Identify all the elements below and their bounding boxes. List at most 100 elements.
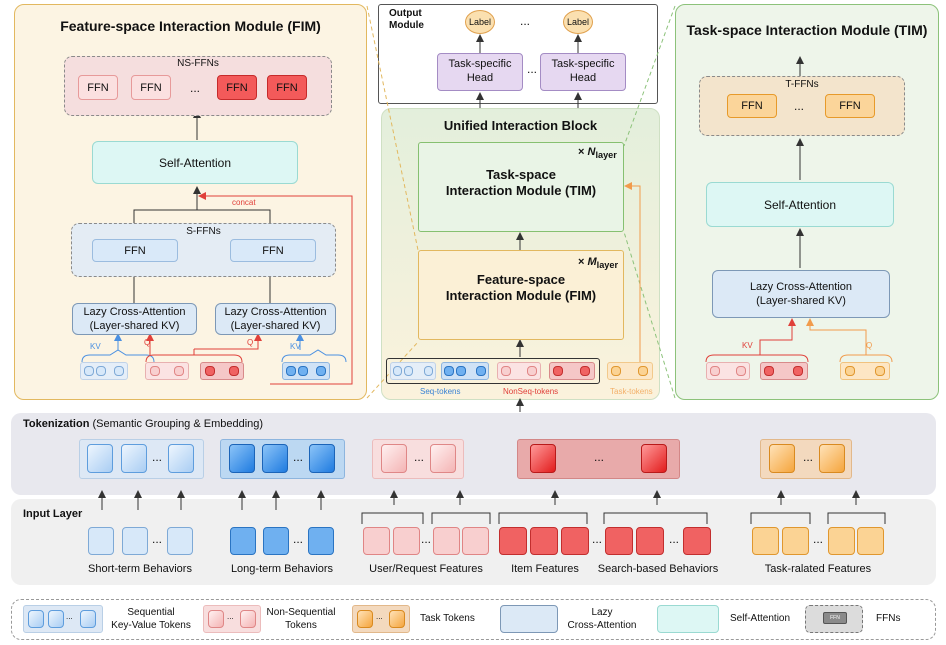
nonseq-tokens-label: NonSeq-tokens bbox=[503, 387, 559, 396]
uib-fim-label: Feature-space Interaction Module (FIM) bbox=[418, 272, 624, 305]
m-layer-base: M bbox=[587, 256, 597, 268]
feature-cell bbox=[683, 527, 711, 555]
n-layer-base: N bbox=[587, 146, 596, 158]
head-line1: Task-specific bbox=[448, 58, 512, 70]
token-ellipsis: ... bbox=[802, 450, 813, 464]
legend-ffns-label: FFNs bbox=[876, 613, 901, 624]
feature-cell bbox=[363, 527, 390, 555]
token bbox=[262, 444, 288, 473]
token bbox=[553, 366, 563, 376]
token bbox=[87, 444, 113, 473]
feature-cell bbox=[752, 527, 779, 555]
feature-cell bbox=[88, 527, 114, 555]
ns-ffn-3: FFN bbox=[217, 75, 257, 100]
input-group-label: User/Request Features bbox=[369, 563, 483, 575]
token bbox=[845, 366, 855, 376]
uib-fim-box bbox=[418, 250, 624, 340]
legend-ellipsis: ... bbox=[227, 612, 234, 621]
output-title-line1: Output bbox=[389, 8, 422, 19]
ns-ffn-4: FFN bbox=[267, 75, 307, 100]
feature-ellipsis: ... bbox=[420, 532, 431, 546]
legend-nonseq-label: Non-Sequential Tokens bbox=[260, 607, 342, 632]
feature-cell bbox=[167, 527, 193, 555]
token bbox=[114, 366, 124, 376]
token bbox=[381, 444, 407, 473]
token-ellipsis: ... bbox=[413, 450, 424, 464]
legend-task-label: Task Tokens bbox=[420, 613, 475, 624]
s-ffn-2: FFN bbox=[230, 239, 316, 262]
uib-tim-label: Task-space Interaction Module (TIM) bbox=[418, 167, 624, 200]
fim-lazy-cross-attention-1: Lazy Cross-Attention (Layer-shared KV) bbox=[72, 303, 197, 335]
concat-label: concat bbox=[232, 198, 256, 207]
t-ffn-ellipsis: ... bbox=[793, 99, 804, 113]
tim-q-label: Q bbox=[866, 341, 873, 350]
tokenization-title: Tokenization (Semantic Grouping & Embedd… bbox=[23, 418, 263, 430]
token bbox=[580, 366, 590, 376]
token bbox=[611, 366, 621, 376]
input-group-label: Item Features bbox=[511, 563, 579, 575]
token-ellipsis: ... bbox=[593, 450, 604, 464]
token bbox=[456, 366, 466, 376]
times-sign: × bbox=[578, 146, 585, 158]
legend-nonseq-line1: Non-Sequential bbox=[266, 607, 336, 618]
n-layer-label: × Nlayer bbox=[578, 146, 617, 160]
feature-cell bbox=[308, 527, 334, 555]
tim-self-attention: Self-Attention bbox=[706, 182, 894, 227]
tim-title: Task-space Interaction Module (TIM) bbox=[686, 22, 928, 38]
legend-lca-swatch bbox=[500, 605, 558, 633]
legend-sa-label: Self-Attention bbox=[730, 613, 791, 624]
token bbox=[229, 444, 255, 473]
legend-lca-label: Lazy Cross-Attention bbox=[562, 607, 642, 632]
token bbox=[96, 366, 106, 376]
token bbox=[48, 610, 64, 628]
feature-cell bbox=[433, 527, 460, 555]
token bbox=[764, 366, 774, 376]
s-ffn-1: FFN bbox=[92, 239, 178, 262]
output-title-line2: Module bbox=[389, 20, 424, 31]
token bbox=[875, 366, 885, 376]
tim-line2: Interaction Module (TIM) bbox=[445, 183, 597, 199]
legend-lca-line1: Lazy bbox=[591, 607, 613, 618]
token bbox=[286, 366, 296, 376]
tim-lazy-cross-attention: Lazy Cross-Attention (Layer-shared KV) bbox=[712, 270, 890, 318]
t-ffn-1: FFN bbox=[727, 94, 777, 118]
feature-cell bbox=[636, 527, 664, 555]
input-group-label: Long-term Behaviors bbox=[230, 563, 334, 575]
token bbox=[121, 444, 147, 473]
fim-lazy-cross-attention-2: Lazy Cross-Attention (Layer-shared KV) bbox=[215, 303, 336, 335]
token bbox=[168, 444, 194, 473]
token bbox=[229, 366, 239, 376]
tokenization-title-rest: (Semantic Grouping & Embedding) bbox=[89, 418, 264, 430]
legend-seq-line1: Sequential bbox=[127, 607, 175, 618]
feature-cell bbox=[857, 527, 884, 555]
feature-cell bbox=[499, 527, 527, 555]
ns-ffn-1: FFN bbox=[78, 75, 118, 100]
token bbox=[769, 444, 795, 473]
tokenization-title-bold: Tokenization bbox=[23, 418, 90, 430]
token bbox=[240, 610, 256, 628]
uib-tim-box bbox=[418, 142, 624, 232]
kv-label-right: KV bbox=[290, 342, 301, 351]
legend-seq-line2: Key-Value Tokens bbox=[111, 619, 191, 631]
token bbox=[710, 366, 720, 376]
n-layer-sub: layer bbox=[595, 150, 617, 161]
input-group-label: Search-based Behaviors bbox=[597, 563, 719, 575]
token bbox=[638, 366, 648, 376]
legend-ffn-swatch bbox=[805, 605, 863, 633]
token bbox=[316, 366, 326, 376]
feature-cell bbox=[263, 527, 289, 555]
token bbox=[208, 610, 224, 628]
token bbox=[424, 366, 433, 376]
token-ellipsis: ... bbox=[292, 450, 303, 464]
token bbox=[309, 444, 335, 473]
tim-line1: Task-space bbox=[486, 167, 556, 182]
s-ffns-label: S-FFNs bbox=[186, 226, 221, 237]
feature-cell bbox=[462, 527, 489, 555]
tim-kv-label: KV bbox=[742, 341, 753, 350]
ns-ffn-2: FFN bbox=[131, 75, 171, 100]
output-ellipsis: ... bbox=[520, 14, 531, 28]
fim-line2: Interaction Module (FIM) bbox=[445, 288, 597, 304]
feature-ellipsis: ... bbox=[668, 532, 679, 546]
input-layer-title: Input Layer bbox=[23, 508, 83, 520]
lca-line2: (Layer-shared KV) bbox=[89, 319, 180, 332]
